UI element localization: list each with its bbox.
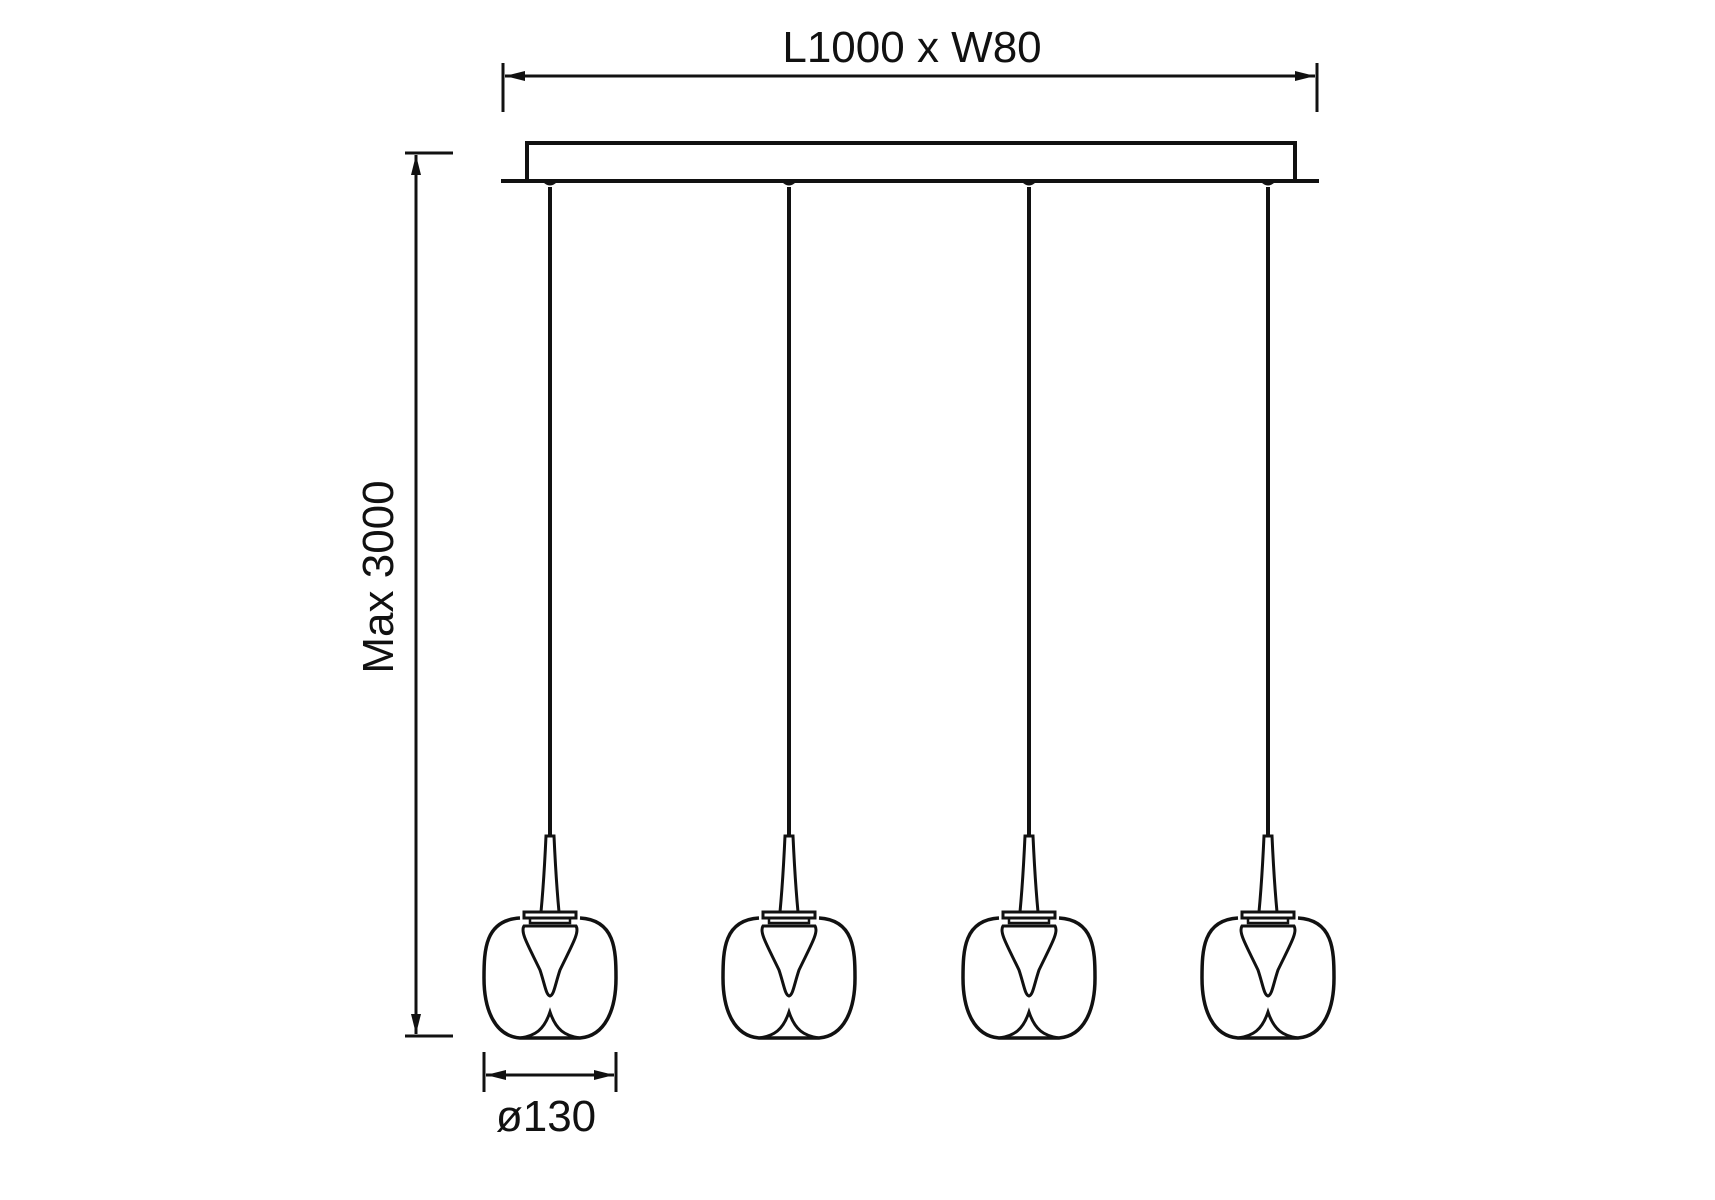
- height-dimension: Max 3000: [354, 151, 453, 1038]
- ceiling-canopy: [501, 141, 1319, 183]
- pendant-1: [482, 179, 618, 1040]
- length-dimension: L1000 x W80: [501, 23, 1319, 112]
- diameter-label: ø130: [496, 1092, 596, 1141]
- pendant-2: [721, 179, 857, 1040]
- max-height-label: Max 3000: [354, 480, 403, 673]
- diameter-dimension: ø130: [482, 1052, 618, 1141]
- pendant-4: [1200, 179, 1336, 1040]
- length-width-label: L1000 x W80: [782, 23, 1041, 72]
- pendant-3: [961, 179, 1097, 1040]
